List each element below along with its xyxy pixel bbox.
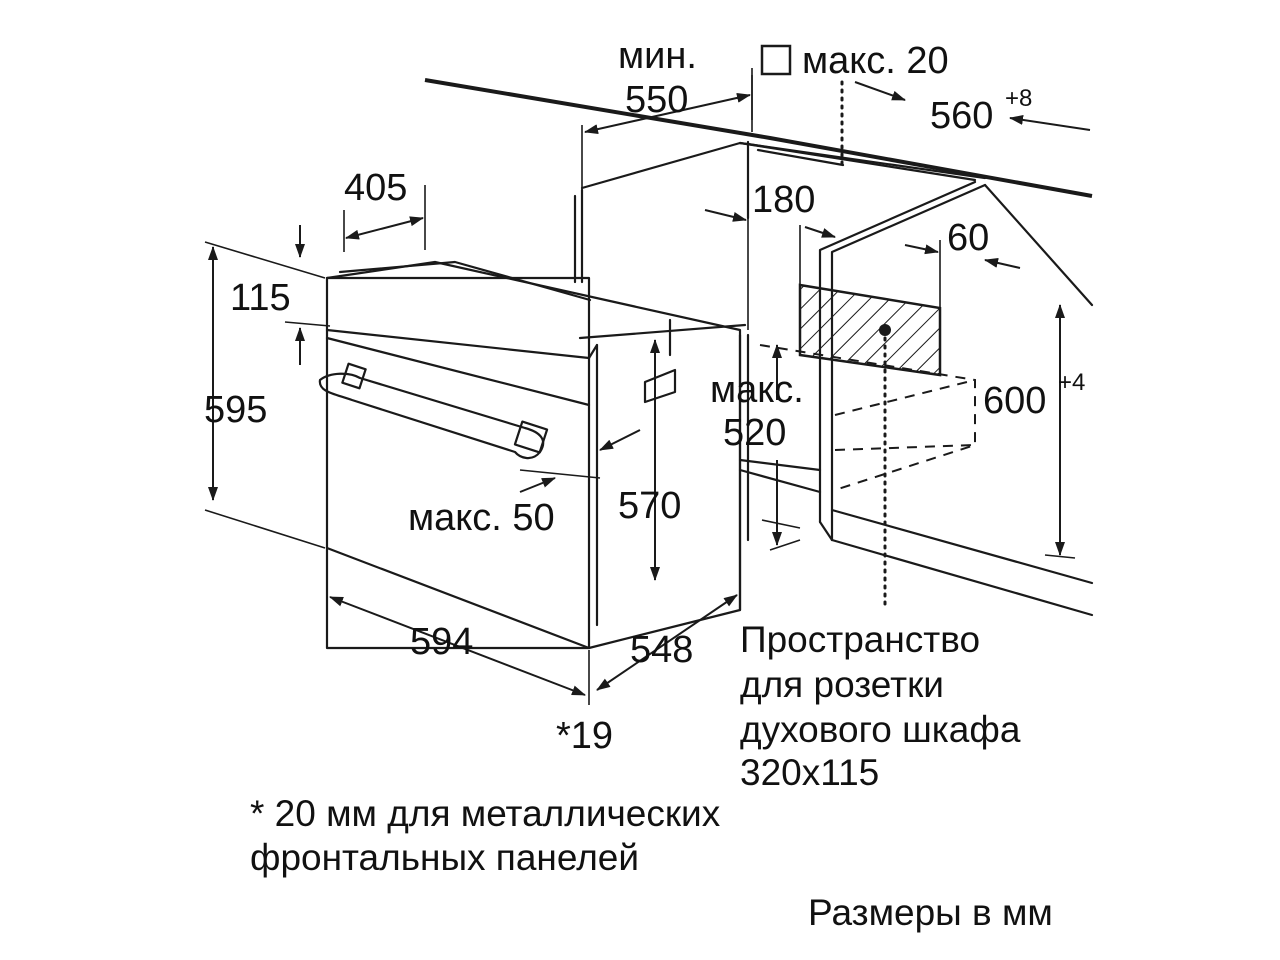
oven xyxy=(318,260,747,650)
socket-note: Пространство для розетки духового шкафа … xyxy=(740,619,1021,793)
label-520: 520 xyxy=(723,412,786,454)
socket-area xyxy=(798,283,942,612)
units-caption: Размеры в мм xyxy=(808,892,1053,933)
label-405: 405 xyxy=(344,167,407,209)
label-550: 550 xyxy=(625,79,688,121)
label-548: 548 xyxy=(630,629,693,671)
label-115: 115 xyxy=(230,277,291,319)
label-max50: макс. 50 xyxy=(408,497,555,539)
dimension-lines xyxy=(204,68,1091,705)
dimension-labels: мин. 550 макс. 20 560 +8 405 180 60 115 … xyxy=(204,35,1085,757)
socket-note-line2: для розетки xyxy=(740,664,944,705)
label-594: 594 xyxy=(410,621,473,663)
label-60: 60 xyxy=(947,217,989,259)
label-560-tolerance: +8 xyxy=(1005,85,1032,112)
footnote-line2: фронтальных панелей xyxy=(250,837,639,878)
label-min: мин. xyxy=(618,35,697,77)
label-19: *19 xyxy=(556,715,613,757)
label-max20: макс. 20 xyxy=(802,40,949,82)
label-570: 570 xyxy=(618,485,681,527)
label-600-tolerance: +4 xyxy=(1058,369,1085,396)
label-600: 600 xyxy=(983,380,1046,422)
socket-note-line4: 320x115 xyxy=(740,752,879,793)
footnote-line1: * 20 мм для металлических xyxy=(250,793,721,834)
label-560: 560 xyxy=(930,95,993,137)
socket-note-line1: Пространство xyxy=(740,619,980,660)
label-max: макс. xyxy=(710,369,804,411)
label-180: 180 xyxy=(752,179,815,221)
socket-note-line3: духового шкафа xyxy=(740,709,1021,750)
footnote: * 20 мм для металлических фронтальных па… xyxy=(250,793,721,878)
label-595: 595 xyxy=(204,389,267,431)
max20-square-icon xyxy=(760,44,792,76)
